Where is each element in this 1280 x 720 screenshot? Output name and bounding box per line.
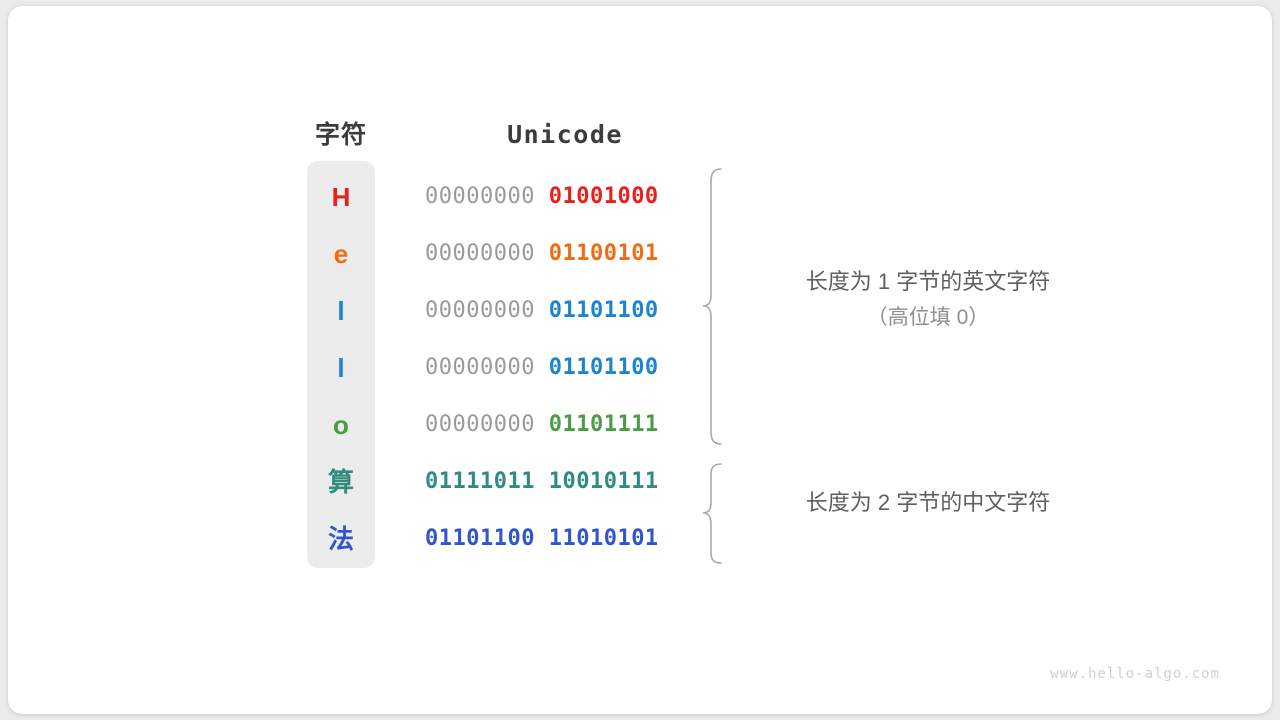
row-unicode-bits: 00000000 01001000 bbox=[425, 169, 705, 225]
low-byte: 10010111 bbox=[548, 469, 659, 494]
high-byte: 00000000 bbox=[425, 184, 535, 209]
row-unicode-bits: 00000000 01101100 bbox=[425, 283, 705, 339]
low-byte: 11010101 bbox=[548, 526, 659, 551]
row-unicode-bits: 01101100 11010101 bbox=[425, 511, 705, 567]
annotation-two-byte: 长度为 2 字节的中文字符 bbox=[768, 485, 1088, 521]
annotation-one-byte-subtext: （高位填 0） bbox=[866, 306, 990, 329]
row-unicode-bits: 00000000 01100101 bbox=[425, 226, 705, 282]
high-byte: 00000000 bbox=[425, 355, 535, 380]
table-row: l 00000000 01101100 bbox=[8, 283, 1272, 339]
row-character: o bbox=[333, 410, 349, 440]
table-row: 算 01111011 10010111 bbox=[8, 454, 1272, 510]
low-byte: 01101100 bbox=[548, 298, 659, 323]
annotation-two-byte-text: 长度为 2 字节的中文字符 bbox=[805, 490, 1051, 515]
row-character: e bbox=[333, 239, 349, 269]
row-character: l bbox=[337, 296, 345, 326]
row-character: l bbox=[337, 353, 345, 383]
row-unicode-bits: 00000000 01101100 bbox=[425, 340, 705, 396]
row-character: H bbox=[331, 182, 351, 212]
low-byte: 01100101 bbox=[548, 241, 659, 266]
low-byte: 01101100 bbox=[548, 355, 659, 380]
high-byte: 00000000 bbox=[425, 241, 535, 266]
unicode-encoding-figure: 字符 Unicode H 00000000 01001000 e 00000000 0… bbox=[8, 6, 1272, 714]
table-row: 法 01101100 11010101 bbox=[8, 511, 1272, 567]
low-byte: 01001000 bbox=[548, 184, 659, 209]
table-row: o 00000000 01101111 bbox=[8, 397, 1272, 453]
high-byte: 01111011 bbox=[425, 469, 535, 494]
high-byte: 00000000 bbox=[425, 298, 535, 323]
row-character: 算 bbox=[327, 467, 354, 497]
table-row: l 00000000 01101100 bbox=[8, 340, 1272, 396]
character-column-panel bbox=[307, 161, 375, 568]
column-header-unicode: Unicode bbox=[507, 120, 623, 149]
row-unicode-bits: 01111011 10010111 bbox=[425, 454, 705, 510]
high-byte: 01101100 bbox=[425, 526, 535, 551]
row-character: 法 bbox=[327, 524, 354, 554]
table-row: H 00000000 01001000 bbox=[8, 169, 1272, 225]
watermark: www.hello-algo.com bbox=[1050, 666, 1220, 682]
row-unicode-bits: 00000000 01101111 bbox=[425, 397, 705, 453]
low-byte: 01101111 bbox=[548, 412, 659, 437]
table-row: e 00000000 01100101 bbox=[8, 226, 1272, 282]
column-header-character: 字符 bbox=[314, 121, 367, 149]
figure-card: 字符 Unicode H 00000000 01001000 e 00000000 0… bbox=[8, 6, 1272, 714]
high-byte: 00000000 bbox=[425, 412, 535, 437]
annotation-one-byte: 长度为 1 字节的英文字符 （高位填 0） bbox=[768, 264, 1088, 336]
annotation-one-byte-text: 长度为 1 字节的英文字符 bbox=[805, 269, 1051, 294]
